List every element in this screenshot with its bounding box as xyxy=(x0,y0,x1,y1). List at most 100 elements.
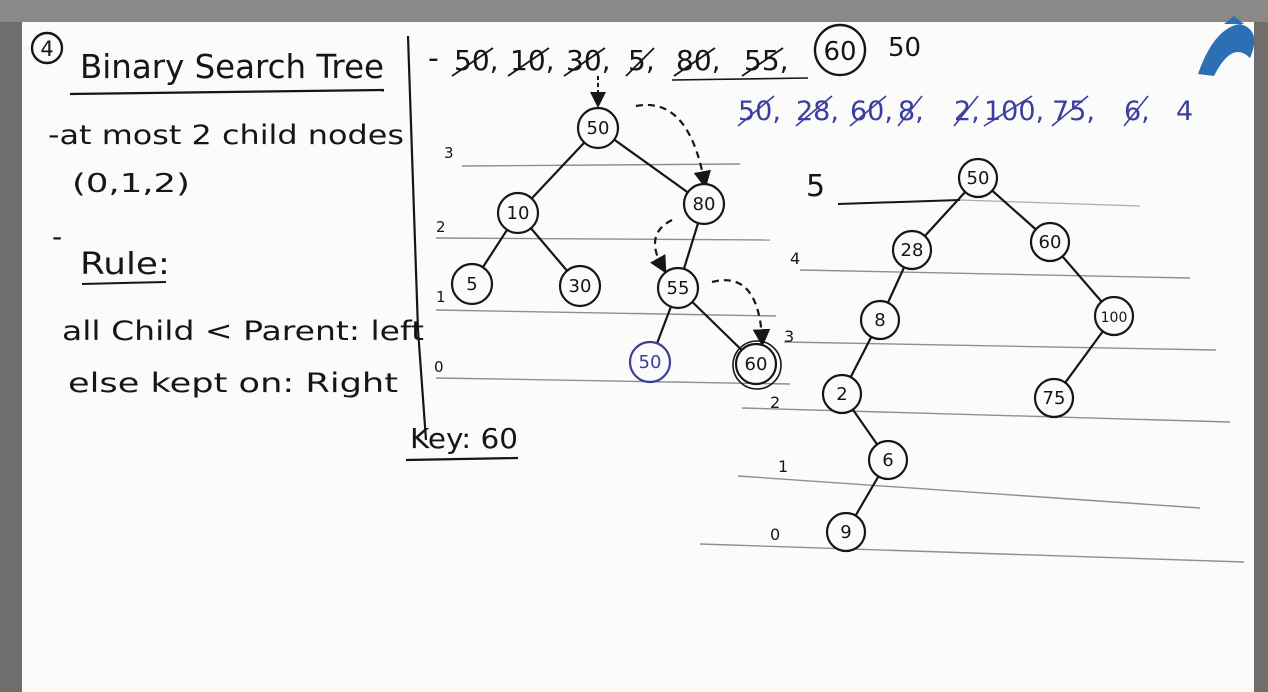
column-divider xyxy=(406,35,428,441)
strike-mark xyxy=(625,47,655,77)
strike-mark xyxy=(897,95,923,127)
tree-edge xyxy=(597,127,705,205)
node-circle xyxy=(558,264,602,308)
tree-1-search-path xyxy=(590,76,771,347)
tree1-node: 10 xyxy=(496,191,540,235)
tree1-node: 55 xyxy=(656,266,700,310)
whiteboard-top-rail xyxy=(0,0,1268,22)
child-nodes-line: -at most 2 child nodes xyxy=(48,120,404,151)
search-key-underline xyxy=(405,456,519,462)
node-circle xyxy=(496,191,540,235)
left-panel: 4 Binary Search Tree -at most 2 child no… xyxy=(30,31,424,399)
node-value: 80 xyxy=(693,194,716,215)
node-value: 5 xyxy=(466,274,477,295)
tree2-node: 75 xyxy=(1033,377,1075,419)
node-circle xyxy=(1029,221,1071,263)
node-value: 55 xyxy=(667,278,690,299)
sequence-2-item: 4 xyxy=(1176,96,1193,127)
node-value: 6 xyxy=(882,450,893,471)
tree-1-level-line xyxy=(461,163,741,167)
node-circle xyxy=(891,229,933,271)
strike-mark xyxy=(507,47,550,77)
strike-mark xyxy=(563,47,606,77)
tree-1-level-line xyxy=(435,237,771,241)
sequence-1-dash: - xyxy=(428,41,439,76)
search-arrow xyxy=(711,279,771,347)
tree-2-level-line xyxy=(737,475,1201,509)
node-circle xyxy=(734,342,778,386)
node-circle xyxy=(1033,377,1075,419)
tree-2-level-line xyxy=(699,543,1245,563)
tree-2-level-line xyxy=(799,269,1191,279)
tree2-node: 8 xyxy=(859,299,901,341)
node-circle xyxy=(867,439,909,481)
node-value: 2 xyxy=(836,384,847,405)
node-value: 50 xyxy=(639,352,662,373)
tree-1-level-label: 2 xyxy=(436,218,446,236)
strike-mark xyxy=(953,95,979,127)
node-value: 8 xyxy=(874,310,885,331)
page-title: Binary Search Tree xyxy=(80,47,384,86)
sequence-2-item: 75, xyxy=(1052,96,1095,127)
strike-mark xyxy=(1123,95,1149,127)
tree-1-level-label: 3 xyxy=(444,144,454,162)
node-value: 60 xyxy=(745,354,768,375)
tree1-node: 5 xyxy=(450,262,494,306)
tree1-node: 60 xyxy=(732,340,782,390)
title-underline xyxy=(69,88,385,96)
node-value: 50 xyxy=(967,168,990,189)
tree2-node: 60 xyxy=(1029,221,1071,263)
tree-2-level-line xyxy=(783,341,1217,351)
tree2-node: 2 xyxy=(821,373,863,415)
tree-2-level-label: 2 xyxy=(770,393,780,412)
sequence-1-underline xyxy=(671,77,809,81)
tree-2-level-label: 3 xyxy=(784,327,794,346)
tree2-node: 6 xyxy=(867,439,909,481)
search-key: Key: 60 xyxy=(410,422,518,455)
sequence-2-item: 100, xyxy=(984,96,1044,127)
node-value: 100 xyxy=(1101,310,1128,326)
node-circle-outer xyxy=(732,340,782,390)
node-value: 30 xyxy=(569,276,592,297)
node-value: 9 xyxy=(840,522,851,543)
strike-mark xyxy=(737,95,775,127)
node-value: 10 xyxy=(507,203,530,224)
strike-mark xyxy=(741,47,784,77)
node-circle xyxy=(450,262,494,306)
tree-1-level-label: 1 xyxy=(436,288,446,306)
node-circle xyxy=(576,106,620,150)
tree-2-level-label: 4 xyxy=(790,249,800,268)
tree2-node: 28 xyxy=(891,229,933,271)
node-circle xyxy=(821,373,863,415)
node-circle xyxy=(957,157,999,199)
node-circle xyxy=(682,182,726,226)
sequence-1-trailing-value: 50 xyxy=(888,33,921,63)
insert-sequence-2: 50,28,60,8,2,100,75,6,4 xyxy=(737,95,1193,127)
logo-icon xyxy=(1198,16,1255,76)
sequence-2-item: 50, xyxy=(738,96,781,127)
tree1-node: 80 xyxy=(682,182,726,226)
node-circle xyxy=(1093,295,1135,337)
rule-line-right: else kept on: Right xyxy=(68,368,398,399)
tree-1-level-line xyxy=(435,377,791,385)
tree-1-levels: 3 2 1 0 xyxy=(434,144,791,385)
tree-1-level-label: 0 xyxy=(434,358,444,376)
node-circle xyxy=(825,511,867,553)
tree-2-height-underline xyxy=(837,199,961,205)
title-number: 4 xyxy=(40,37,53,61)
strike-mark xyxy=(849,95,887,127)
tree2-node: 50 xyxy=(957,157,999,199)
tree-2-levels: 5 4 3 2 1 0 xyxy=(699,169,1245,563)
strike-mark xyxy=(983,95,1033,127)
tree-2-level-label: 0 xyxy=(770,525,780,544)
node-value: 75 xyxy=(1043,388,1066,409)
node-value: 60 xyxy=(1039,232,1062,253)
tree2-node: 100 xyxy=(1093,295,1135,337)
insert-sequence-1: - 50,10,30,5,80,55, 60 50 xyxy=(428,23,921,81)
node-value: 50 xyxy=(587,118,610,139)
search-arrow xyxy=(650,219,673,274)
rule-line-left: all Child < Parent: left xyxy=(62,316,424,347)
tree1-node: 50 xyxy=(576,106,620,150)
tree-2-level-line xyxy=(959,199,1141,207)
